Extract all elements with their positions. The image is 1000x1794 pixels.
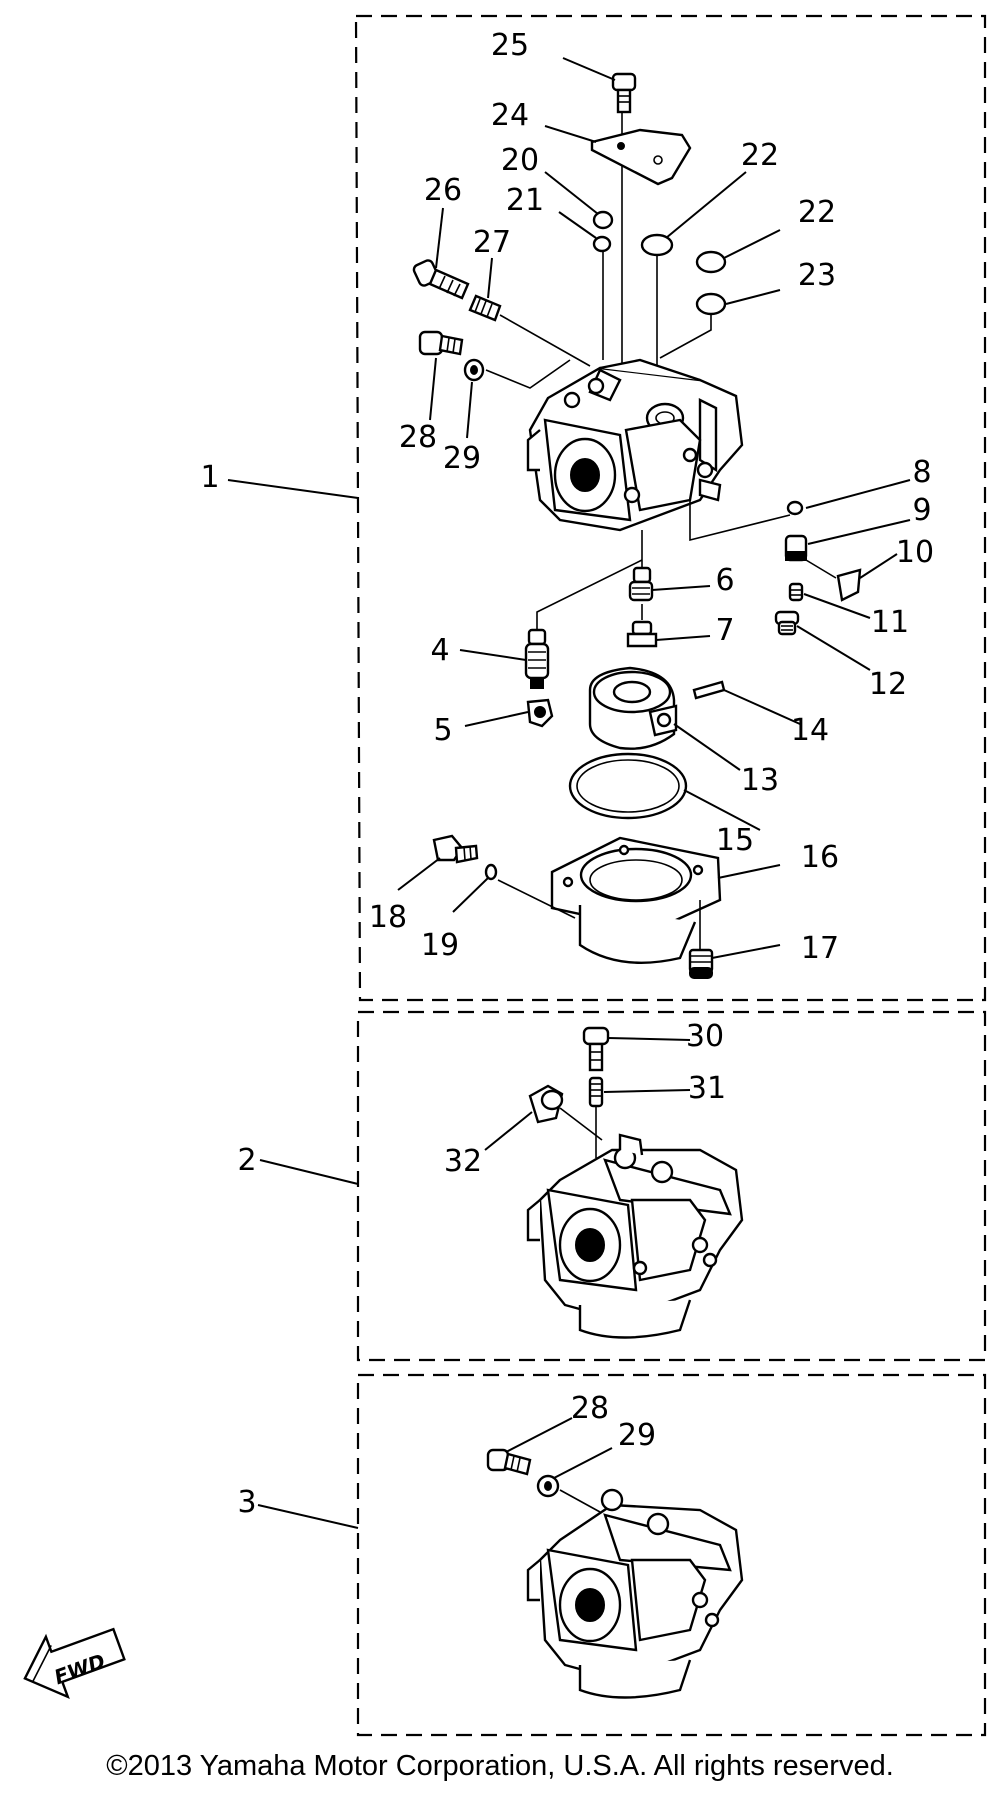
part-screw-17 bbox=[688, 948, 714, 979]
callout-6: 6 bbox=[715, 563, 734, 598]
part-cap-32 bbox=[528, 1084, 564, 1124]
part-float-chamber-16 bbox=[550, 836, 722, 964]
fwd-arrow-icon bbox=[23, 1627, 126, 1700]
callout-32: 32 bbox=[444, 1144, 482, 1179]
part-oring-19 bbox=[484, 863, 498, 881]
callout-20: 20 bbox=[501, 143, 539, 178]
callout-16: 16 bbox=[801, 840, 839, 875]
callout-17: 17 bbox=[801, 931, 839, 966]
group-box-3 bbox=[356, 1373, 987, 1737]
callout-3: 3 bbox=[237, 1485, 256, 1520]
callout-24: 24 bbox=[491, 98, 529, 133]
callout-4: 4 bbox=[430, 633, 449, 668]
callout-25: 25 bbox=[491, 28, 529, 63]
callout-26: 26 bbox=[424, 173, 462, 208]
callout-29: 29 bbox=[443, 441, 481, 476]
part-clip-10 bbox=[836, 568, 862, 602]
part-screw-12 bbox=[774, 610, 800, 636]
part-spring-27 bbox=[468, 294, 591, 367]
part-nut-5 bbox=[526, 698, 554, 728]
part-float-13 bbox=[588, 666, 678, 750]
part-jet-9 bbox=[784, 534, 808, 562]
callout-22: 22 bbox=[741, 138, 779, 173]
part-plate-24 bbox=[590, 128, 692, 186]
carburetor-body-2 bbox=[526, 1133, 744, 1339]
part-oring-8 bbox=[786, 500, 804, 516]
part-screw-18 bbox=[432, 834, 479, 864]
part-cap-23 bbox=[695, 292, 727, 316]
callout-19: 19 bbox=[421, 928, 459, 963]
part-screw-26 bbox=[412, 259, 470, 300]
carburetor-body-1 bbox=[526, 358, 744, 532]
part-needle-jet-4 bbox=[524, 628, 550, 689]
callout-21: 21 bbox=[506, 183, 544, 218]
callout-11: 11 bbox=[871, 605, 909, 640]
callout-10: 10 bbox=[896, 535, 934, 570]
callout-7: 7 bbox=[715, 613, 734, 648]
part-screw-25 bbox=[611, 72, 637, 395]
callout-27: 27 bbox=[473, 225, 511, 260]
group-box-1 bbox=[354, 14, 987, 1002]
callout-15: 15 bbox=[716, 823, 754, 858]
part-pin-14 bbox=[692, 680, 726, 700]
callout-2: 2 bbox=[237, 1143, 256, 1178]
part-jet-6 bbox=[628, 566, 654, 602]
part-plug-20 bbox=[592, 210, 614, 230]
callout-29: 29 bbox=[618, 1418, 656, 1453]
callout-31: 31 bbox=[688, 1071, 726, 1106]
callout-22: 22 bbox=[798, 195, 836, 230]
callout-8: 8 bbox=[912, 455, 931, 490]
part-plug-21 bbox=[592, 235, 612, 253]
part-cap-22b bbox=[695, 250, 727, 274]
callout-14: 14 bbox=[791, 713, 829, 748]
callout-18: 18 bbox=[369, 900, 407, 935]
callout-28: 28 bbox=[571, 1391, 609, 1426]
callout-9: 9 bbox=[912, 493, 931, 528]
callout-28: 28 bbox=[399, 420, 437, 455]
part-screw-28b bbox=[486, 1448, 532, 1476]
part-spring-31 bbox=[588, 1076, 604, 1108]
part-plug-7 bbox=[626, 620, 658, 648]
part-screw-30 bbox=[582, 1026, 610, 1072]
callout-1: 1 bbox=[200, 460, 219, 495]
carburetor-body-3 bbox=[526, 1488, 744, 1699]
part-screw-11 bbox=[788, 582, 804, 602]
callout-13: 13 bbox=[741, 763, 779, 798]
callout-30: 30 bbox=[686, 1019, 724, 1054]
callout-5: 5 bbox=[433, 713, 452, 748]
group-box-2 bbox=[356, 1010, 987, 1362]
callout-23: 23 bbox=[798, 258, 836, 293]
callout-12: 12 bbox=[869, 667, 907, 702]
copyright-notice: ©2013 Yamaha Motor Corporation, U.S.A. A… bbox=[106, 1750, 894, 1782]
part-screw-28 bbox=[418, 330, 464, 356]
